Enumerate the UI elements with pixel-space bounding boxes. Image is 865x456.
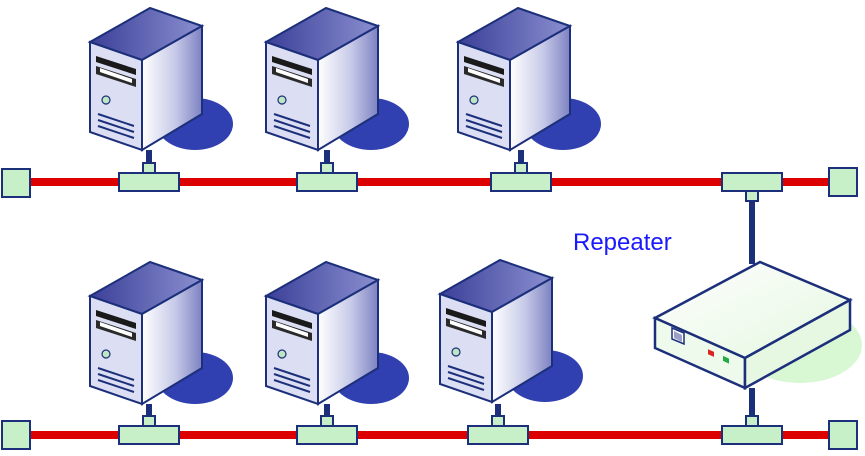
repeater-device-icon (652, 260, 862, 391)
top-segment (1, 7, 858, 202)
server-icon (265, 7, 410, 151)
repeater-label: Repeater (573, 229, 672, 256)
terminator-icon (1, 168, 31, 198)
t-connector-icon (721, 415, 783, 445)
t-connector-icon (296, 415, 358, 445)
terminator-icon (1, 420, 31, 450)
server-icon (89, 261, 234, 405)
bottom-segment (1, 259, 858, 450)
t-connector-icon (296, 162, 358, 192)
terminator-icon (828, 167, 858, 197)
t-connector-icon (721, 172, 783, 202)
server-icon (265, 261, 410, 405)
server-icon (89, 7, 234, 151)
server-icon (457, 7, 602, 151)
t-connector-icon (118, 415, 180, 445)
t-connector-icon (467, 415, 529, 445)
server-icon (439, 259, 584, 403)
t-connector-icon (490, 162, 552, 192)
t-connector-icon (118, 162, 180, 192)
terminator-icon (828, 420, 858, 450)
